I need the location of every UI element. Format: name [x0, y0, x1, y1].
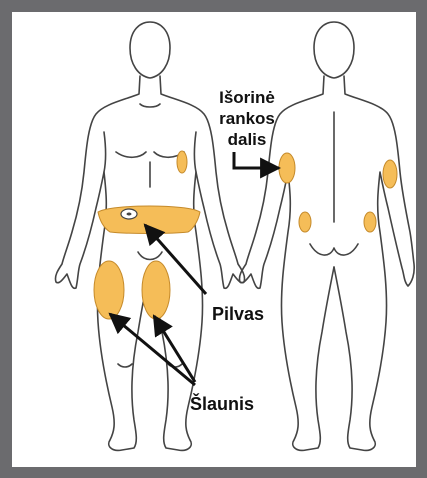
outer-arm-label-line2: rankos — [198, 108, 296, 129]
back-left-arm-site — [279, 153, 295, 183]
outer-arm-label: Išorinė rankos dalis — [198, 87, 296, 150]
right-thigh-site — [142, 261, 170, 319]
thigh-label: Šlaunis — [190, 394, 254, 415]
arm-arrow — [234, 152, 279, 168]
navel — [121, 209, 137, 219]
thigh-arrow-left — [110, 314, 195, 385]
injection-sites — [94, 151, 397, 319]
front-arm-site — [177, 151, 187, 173]
back-left-hip-site — [299, 212, 311, 232]
figure-panel: Išorinė rankos dalis Pilvas Šlaunis — [12, 12, 416, 467]
outer-arm-label-line3: dalis — [198, 129, 296, 150]
left-thigh-site — [94, 261, 124, 319]
back-right-arm-site — [383, 160, 397, 188]
back-right-hip-site — [364, 212, 376, 232]
abdomen-label: Pilvas — [212, 304, 264, 325]
thigh-arrow-right — [154, 316, 195, 382]
outer-arm-label-line1: Išorinė — [198, 87, 296, 108]
